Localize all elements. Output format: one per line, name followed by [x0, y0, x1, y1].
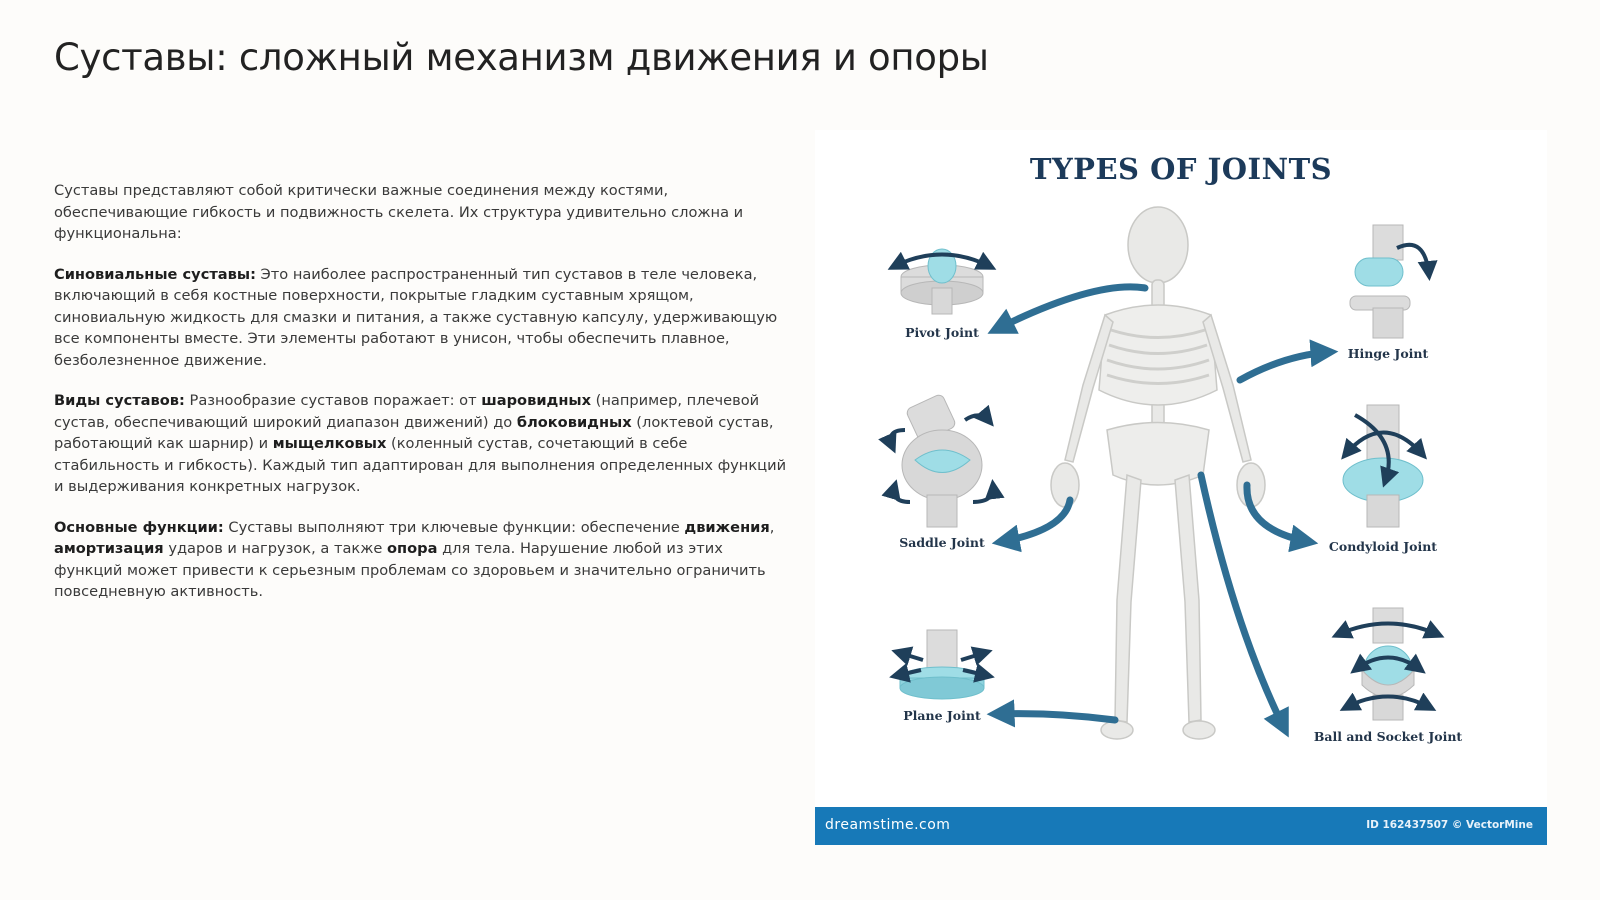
functions-text-4: для тела. Нарушение любой из этих функци… [54, 540, 766, 600]
synovial-text: Это наиболее распространенный тип сустав… [54, 265, 778, 369]
synovial-paragraph: Синовиальные суставы: Это наиболее распр… [54, 264, 789, 372]
types-bold-condyloid: мыщелковых [272, 435, 387, 452]
page-title: Суставы: сложный механизм движения и опо… [54, 36, 989, 79]
text-content: Суставы представляют собой критически ва… [54, 180, 789, 622]
label-pivot-joint: Pivot Joint [905, 325, 979, 340]
ball-socket-joint-icon [1331, 607, 1445, 721]
types-bold-ball: шаровидных [481, 392, 592, 409]
arrow-to-hinge [1236, 339, 1339, 384]
types-text-1: Разнообразие суставов поражает: от [184, 392, 482, 409]
functions-bold-movement: движения [684, 518, 770, 536]
saddle-joint-icon [878, 394, 1005, 528]
skeleton-figure [1050, 206, 1266, 740]
joints-illustration: Pivot Joint Hinge Joint Saddle Joint [815, 130, 1547, 845]
right-foot [1182, 720, 1216, 740]
types-heading: Виды суставов: [54, 392, 185, 409]
types-paragraph: Виды суставов: Разнообразие суставов пор… [54, 390, 789, 498]
intro-paragraph: Суставы представляют собой критически ва… [54, 182, 744, 242]
pivot-joint-icon [887, 248, 997, 315]
watermark-logo: dreamstime.com [825, 817, 951, 833]
condyloid-joint-icon [1341, 404, 1427, 528]
label-hinge-joint: Hinge Joint [1348, 346, 1429, 361]
label-condyloid-joint: Condyloid Joint [1329, 539, 1437, 554]
functions-text-1: Суставы выполняют три ключевые функции: … [223, 518, 685, 536]
left-arm [1064, 313, 1114, 463]
right-arm [1202, 313, 1252, 463]
left-foot [1100, 720, 1134, 740]
label-plane-joint: Plane Joint [903, 708, 981, 723]
label-ball-socket-joint: Ball and Socket Joint [1314, 729, 1463, 744]
functions-text-2: , [769, 518, 775, 536]
functions-text-3: ударов и нагрузок, а также [163, 540, 387, 557]
types-text-2: (например, плечевой сустав, обеспечивающ… [54, 392, 760, 431]
types-text-3: (локтевой сустав, работающий как шарнир)… [54, 413, 774, 453]
synovial-heading: Синовиальные суставы: [54, 265, 256, 283]
functions-paragraph: Основные функции: Суставы выполняют три … [54, 517, 789, 603]
functions-bold-cushioning: амортизация [54, 540, 164, 557]
watermark-id: ID 162437507 © VectorMine [1366, 819, 1533, 831]
arrow-to-saddle [991, 496, 1074, 553]
connector-arrows [986, 283, 1339, 738]
left-leg [1114, 473, 1142, 723]
label-saddle-joint: Saddle Joint [899, 535, 985, 550]
functions-bold-support: опора [387, 540, 438, 557]
joints-diagram: Pivot Joint Hinge Joint Saddle Joint [878, 206, 1463, 744]
functions-heading: Основные функции: [54, 518, 224, 536]
left-hand [1050, 462, 1080, 508]
skull [1127, 206, 1189, 284]
arrow-to-pivot [987, 283, 1149, 334]
figure-title: TYPES OF JOINTS [1029, 152, 1333, 186]
hinge-joint-icon [1349, 224, 1438, 339]
arrow-to-plane [986, 699, 1119, 728]
arrow-to-condyloid [1243, 481, 1319, 553]
watermark-bar: dreamstime.com ID 162437507 © VectorMine [815, 807, 1547, 845]
plane-joint-icon [889, 629, 995, 700]
types-text-4: (коленный сустав, сочетающий в себе стаб… [54, 435, 787, 495]
arrow-to-ball [1197, 471, 1289, 738]
pelvis [1106, 421, 1210, 486]
types-bold-hinge: блоковидных [516, 413, 632, 431]
right-leg [1174, 473, 1202, 723]
